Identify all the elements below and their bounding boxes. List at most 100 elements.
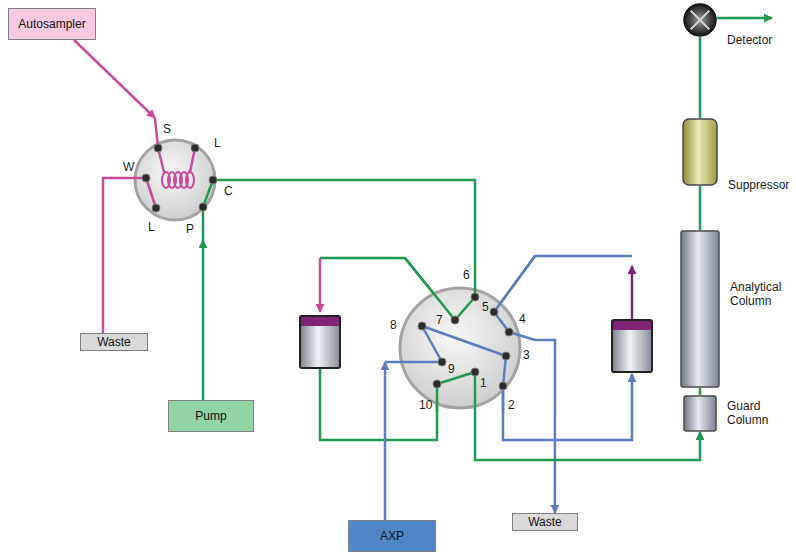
port-label: S [163,122,171,136]
valve-group [120,118,240,240]
tube [494,256,632,312]
port-label: C [224,184,233,198]
port-label: L [148,220,155,234]
valve-port [471,368,479,376]
flow-connector [240,180,475,262]
flow-connector [384,362,387,520]
axp-box: AXP [348,520,436,552]
part-label: Suppressor [728,178,789,192]
flow-connector [535,340,555,513]
flow-connector [699,186,702,230]
flow-connector [103,178,120,333]
valve-port [471,293,479,301]
port-label: 1 [480,376,487,390]
part-label: Detector [727,33,772,47]
box-label: Waste [528,515,562,529]
detector-cell-shape [683,3,717,37]
concentrator-cartridge [612,320,652,372]
cartridge-cap [613,321,651,330]
part-label: Guard Column [727,399,791,427]
valve-drawing [385,262,535,412]
flow-connector [699,37,702,118]
port-label: L [214,136,221,150]
suppressor-shape [682,118,718,186]
valve-port [499,382,507,390]
sample-loop [186,172,194,188]
valve-channel [474,372,477,412]
valve-channel [494,256,535,312]
valve-port [209,176,217,184]
flow-connector [699,388,702,395]
detector-mark [691,11,710,30]
port-label: 6 [463,268,470,282]
detector-cell: Detector [683,3,717,37]
valve-port [191,144,199,152]
suppressor-body [683,119,717,185]
valve-channel [455,297,475,320]
flow-connector [202,240,205,400]
tubing [320,18,772,440]
concentrator-cartridge [300,316,340,368]
waste-box: Waste [512,513,578,531]
ten-port-valve: 12345678910 [385,262,535,412]
detector-body [684,4,716,36]
valve-body [400,288,520,408]
analytical-column-shape [680,230,720,388]
flow-arrow [631,266,634,320]
box-label: Autosampler [18,17,85,31]
cartridge-body [612,320,652,372]
port-label: 2 [508,398,515,412]
cartridge-cap [301,317,339,326]
flow-connector [74,40,155,118]
guard-column-shape [683,395,717,432]
valve-port [505,328,513,336]
valve-port [502,352,510,360]
valve-port [154,144,162,152]
valve-port [152,204,160,212]
analytical-column: Analytical Column [680,230,720,388]
analytical-column-body [681,231,719,387]
detector-outlet [717,17,772,20]
pump-box: Pump [168,400,254,432]
tube [503,374,632,440]
valve-drawing [120,118,240,240]
valve-port [433,380,441,388]
cartridge-body [300,316,340,368]
valve-channel [474,262,477,297]
box-label: AXP [380,529,404,543]
flow-arrow [319,258,322,312]
port-label: 7 [436,313,443,327]
valve-port [490,308,498,316]
valve-port [438,358,446,366]
port-label: 8 [390,318,397,332]
port-label: 4 [519,312,526,326]
valve-port [451,316,459,324]
box-label: Pump [195,409,226,423]
valve-channel [422,326,506,356]
guard-column-body [684,396,716,431]
port-label: 10 [419,398,432,412]
valve-port [142,174,150,182]
valve-channel [155,118,158,148]
port-label: W [123,160,134,174]
autosampler-box: Autosampler [8,8,96,40]
valve-channel [405,258,455,320]
valve-channel [146,178,156,208]
valve-group [385,256,535,412]
valve-channel [202,207,205,240]
flow-connector [475,412,700,460]
valve-channel [437,372,475,384]
port-label: P [186,222,194,236]
guard-column: Guard Column [683,395,717,432]
part-label: Analytical Column [730,280,794,308]
box-label: Waste [97,335,131,349]
valve-channel [385,361,442,364]
suppressor: Suppressor [682,118,718,186]
port-label: 9 [448,362,455,376]
port-label: 3 [523,348,530,362]
valve-port [199,203,207,211]
valve-body [135,140,215,220]
valve-port [418,322,426,330]
